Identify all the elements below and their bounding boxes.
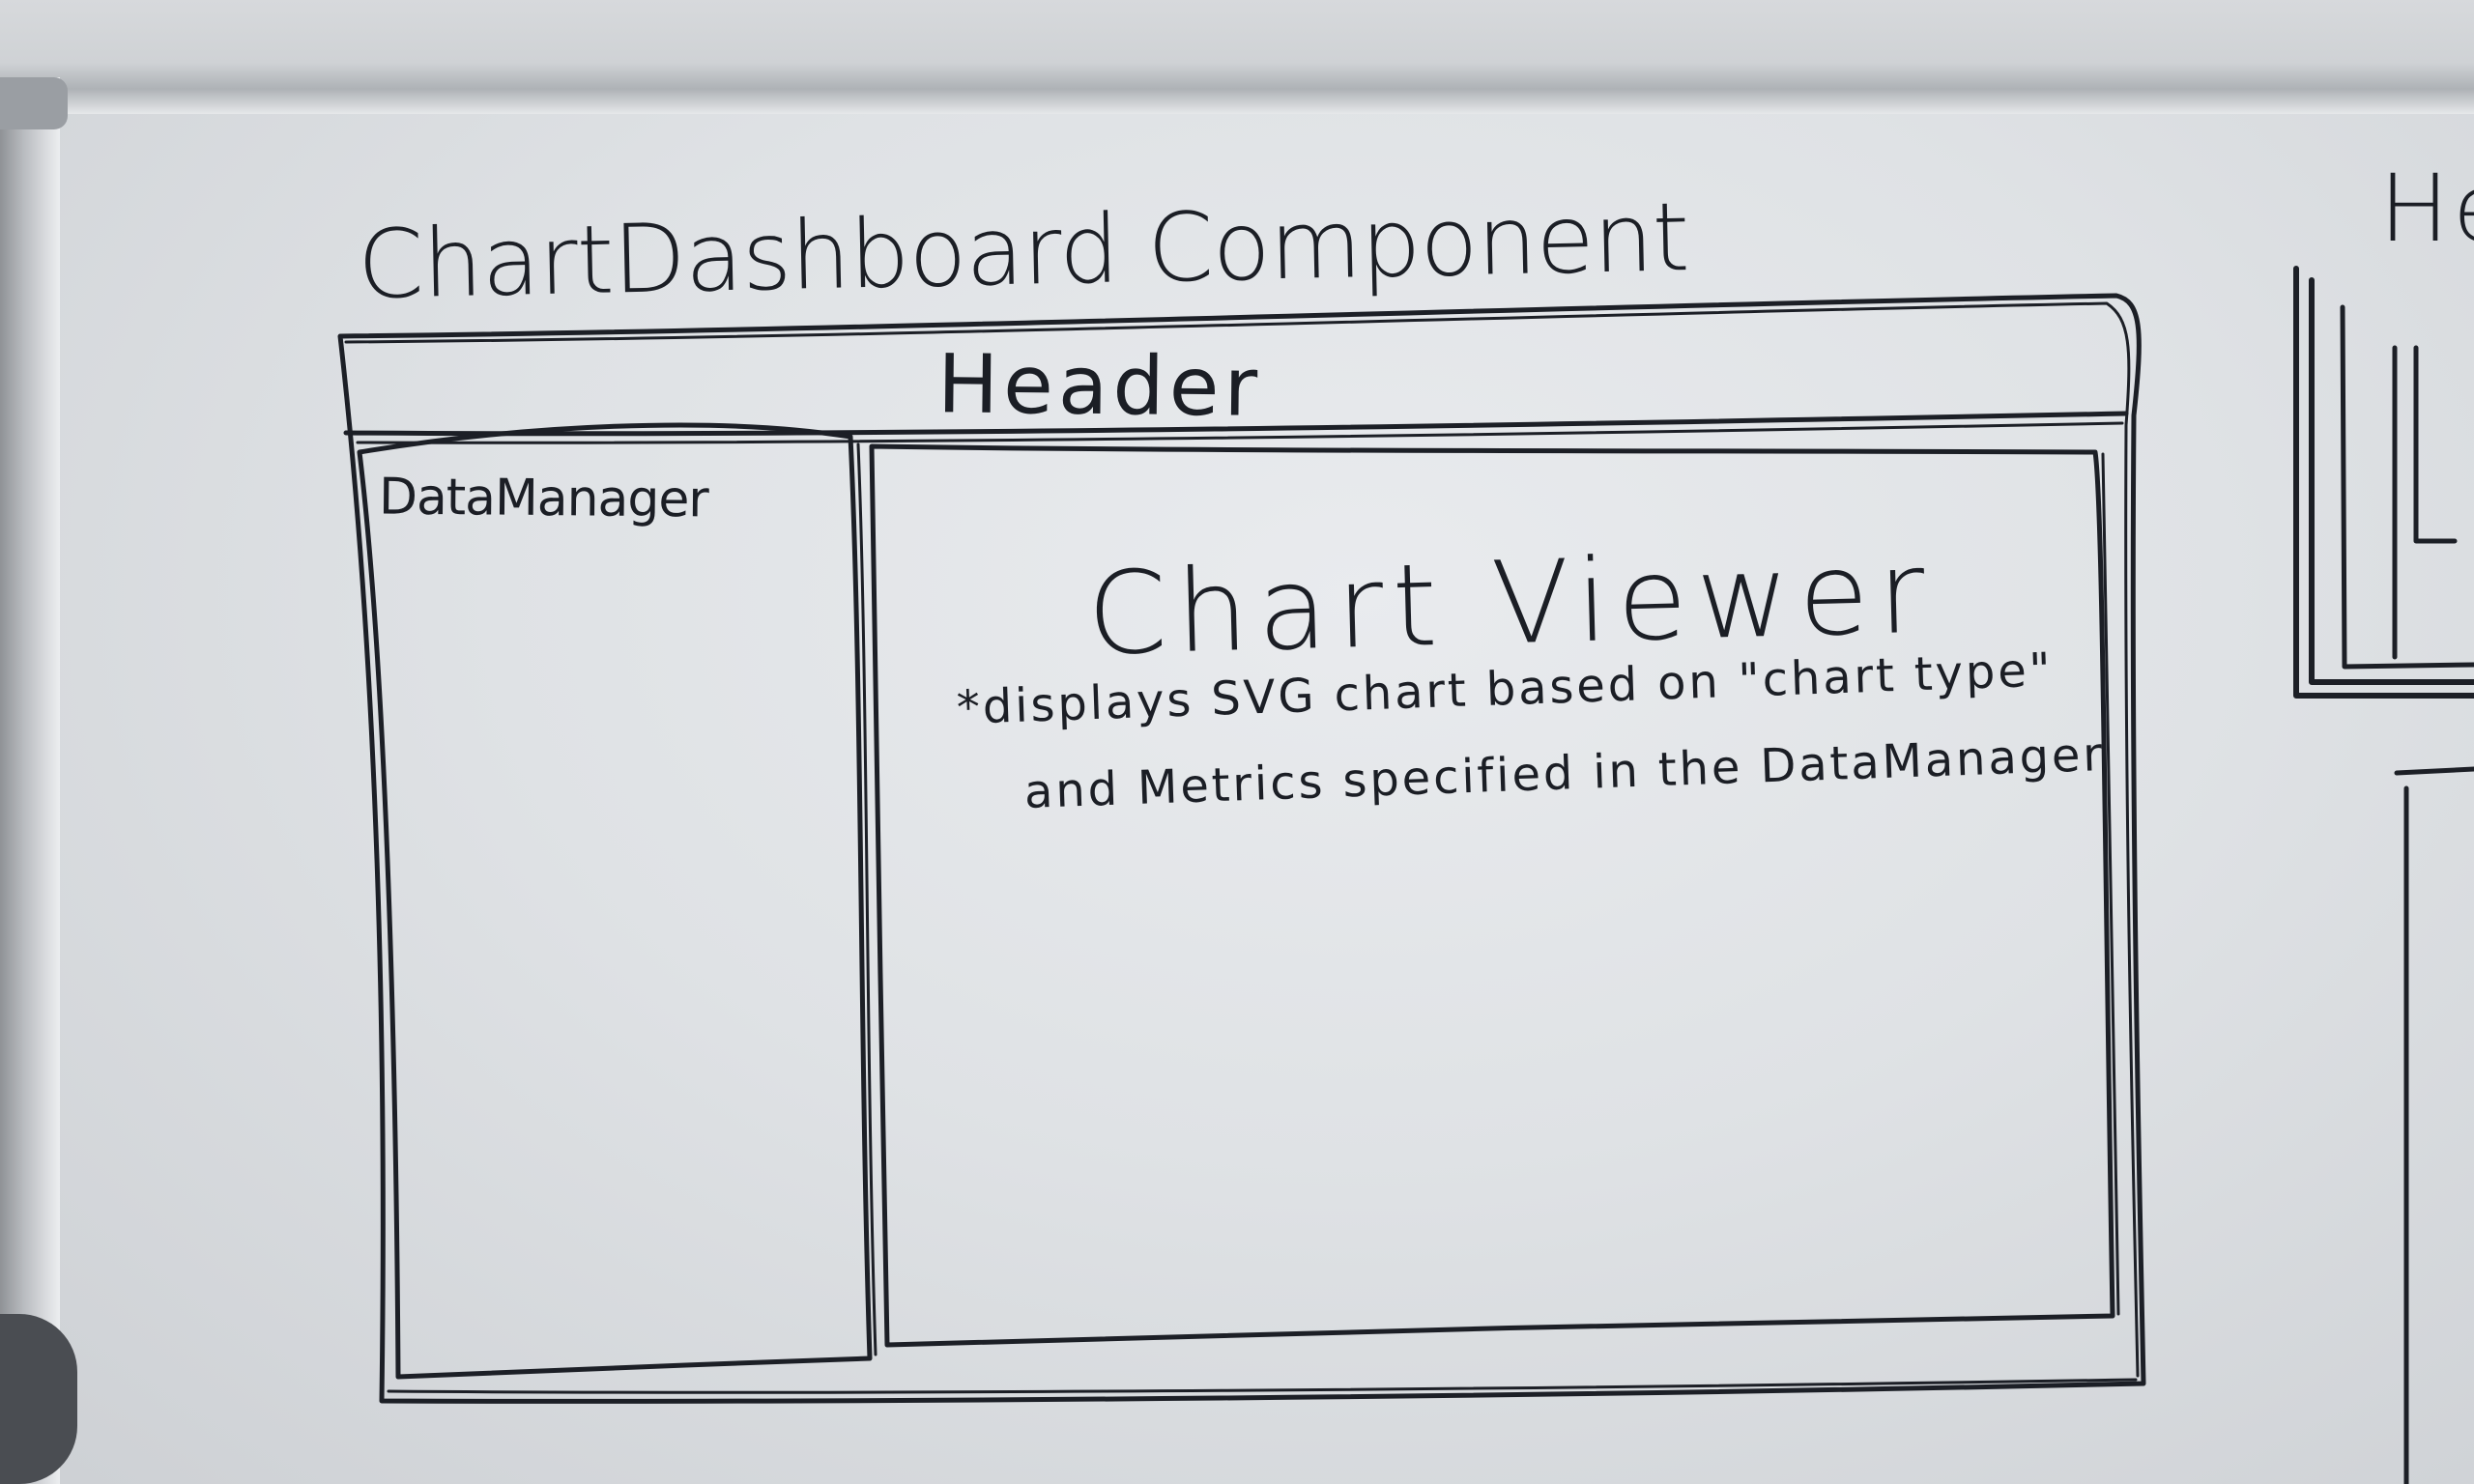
partial-side-label: He: [2379, 155, 2474, 263]
chart-viewer-panel-border: [869, 443, 2115, 1348]
whiteboard-left-frame: [0, 77, 60, 1484]
component-outer-border-retrace: [344, 301, 2140, 1394]
header-bottom-line-retrace: [356, 421, 2124, 444]
header-bottom-line: [343, 411, 2129, 437]
partial-sketch-right-inner: [2340, 304, 2474, 670]
chart-viewer-panel-retrace: [2101, 452, 2120, 1316]
partial-sketch-right-box: [2293, 266, 2474, 699]
partial-sketch-right-lower: [2394, 766, 2474, 1484]
data-manager-label: DataManager: [378, 468, 708, 529]
frame-corner-bracket: [0, 77, 68, 129]
data-manager-panel-border: [357, 422, 873, 1380]
whiteboard-top-frame: [0, 0, 2474, 114]
data-manager-panel-retrace: [856, 442, 877, 1356]
component-outer-border: [337, 293, 2146, 1404]
header-label: Header: [936, 336, 1263, 435]
frame-bottom-clip: [0, 1314, 77, 1484]
